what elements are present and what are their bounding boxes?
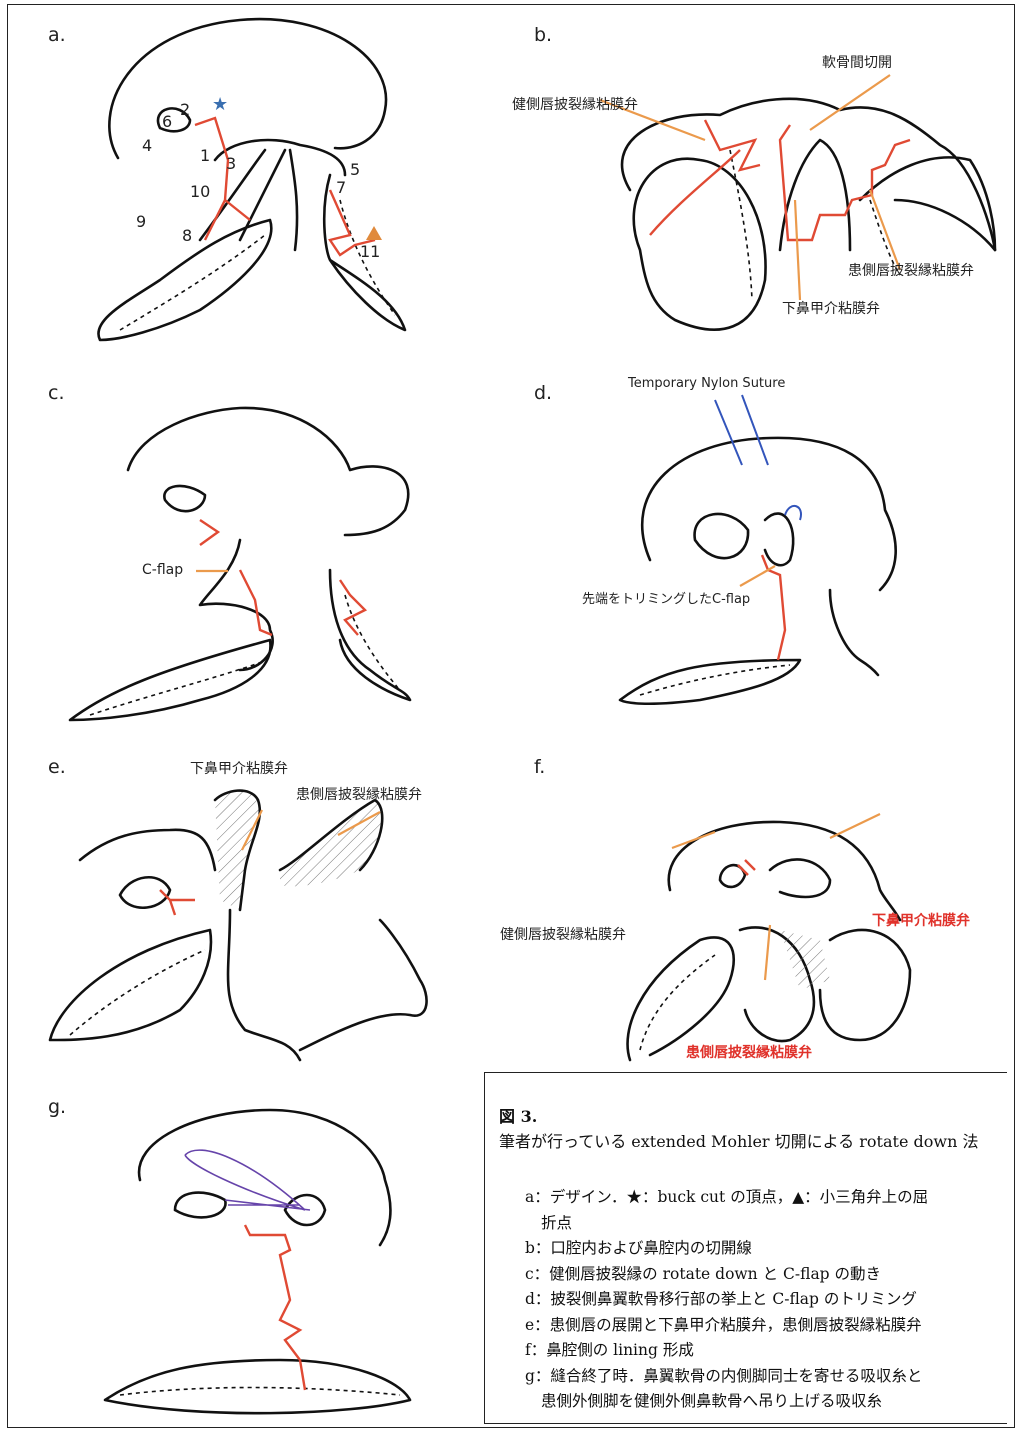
caption-item-text: a：デザイン．★：buck cut の頂点，▲：小三角弁上の屈 [525,1188,928,1206]
annotation: 患側唇披裂縁粘膜弁 [296,784,422,804]
caption-item: a：デザイン．★：buck cut の頂点，▲：小三角弁上の屈 折点 [525,1185,1007,1236]
annotation: Temporary Nylon Suture [628,376,785,391]
panel-c: c. C-flap [0,370,500,740]
point-number: 11 [360,242,380,261]
point-number: 4 [142,136,152,155]
caption-item: g：縫合終了時．鼻翼軟骨の内側脚同士を寄せる吸収糸と 患側外側脚を健側外側鼻軟骨… [525,1364,1007,1415]
caption-item: f：鼻腔側の lining 形成 [525,1338,1007,1364]
point-number: 6 [162,112,172,131]
panel-b-drawing [500,0,1017,370]
point-number: 9 [136,212,146,231]
caption-items: a：デザイン．★：buck cut の頂点，▲：小三角弁上の屈 折点 b：口腔内… [525,1185,1007,1415]
point-number: 10 [190,182,210,201]
annotation: 下鼻甲介粘膜弁 [190,758,288,778]
svg-text:★: ★ [212,94,228,115]
caption-item: c：健側唇披裂縁の rotate down と C-flap の動き [525,1262,1007,1288]
annotation: 患側唇披裂縁粘膜弁 [686,1042,812,1062]
panel-f-drawing [500,740,1017,1070]
panel-d: d. Temporary Nylon Suture 先端をトリミングしたC-fl… [500,370,1017,740]
annotation: 患側唇披裂縁粘膜弁 [848,260,974,280]
panel-c-drawing [0,370,500,740]
point-number: 8 [182,226,192,245]
point-number: 3 [226,154,236,173]
caption-item-text: g：縫合終了時．鼻翼軟骨の内側脚同士を寄せる吸収糸と [525,1367,922,1385]
caption-item: e：患側唇の展開と下鼻甲介粘膜弁，患側唇披裂縁粘膜弁 [525,1313,1007,1339]
caption-item-cont: 折点 [525,1211,1007,1237]
annotation: 健側唇披裂縁粘膜弁 [500,924,626,944]
annotation: 先端をトリミングしたC-flap [582,588,750,607]
panel-e-drawing [0,740,500,1070]
point-number: 2 [180,100,190,119]
panel-d-drawing [500,370,1017,740]
panel-a: a. ★ 2 6 4 1 3 10 9 8 5 7 11 [0,0,500,370]
caption-item-cont: 患側外側脚を健側外側鼻軟骨へ吊り上げる吸収糸 [525,1389,1007,1415]
point-number: 1 [200,146,210,165]
point-number: 7 [336,178,346,197]
panel-e: e. 下鼻甲介粘膜弁 患側唇披裂縁粘膜弁 [0,740,500,1070]
panel-g: g. [0,1070,484,1428]
annotation: C-flap [142,562,183,578]
panel-g-drawing [0,1070,484,1428]
annotation: 下鼻甲介粘膜弁 [782,298,880,318]
point-number: 5 [350,160,360,179]
caption-title: 図 3. [499,1103,537,1127]
panel-b: b. 軟骨間切開 健側唇披裂縁粘膜弁 患側唇披裂縁粘膜弁 下鼻甲介粘膜弁 [500,0,1017,370]
annotation: 下鼻甲介粘膜弁 [872,910,970,930]
annotation: 健側唇披裂縁粘膜弁 [512,94,638,114]
caption-item: b：口腔内および鼻腔内の切開線 [525,1236,1007,1262]
panel-f: f. 下鼻甲介粘膜弁 健側唇披裂縁粘膜弁 患側唇披裂縁粘膜弁 [500,740,1017,1070]
figure-caption: 図 3. 筆者が行っている extended Mohler 切開による rota… [484,1072,1007,1424]
caption-intro: 筆者が行っている extended Mohler 切開による rotate do… [499,1130,1007,1154]
panel-a-drawing: ★ [0,0,500,370]
annotation: 軟骨間切開 [822,52,892,72]
caption-item: d：披裂側鼻翼軟骨移行部の挙上と C-flap のトリミング [525,1287,1007,1313]
